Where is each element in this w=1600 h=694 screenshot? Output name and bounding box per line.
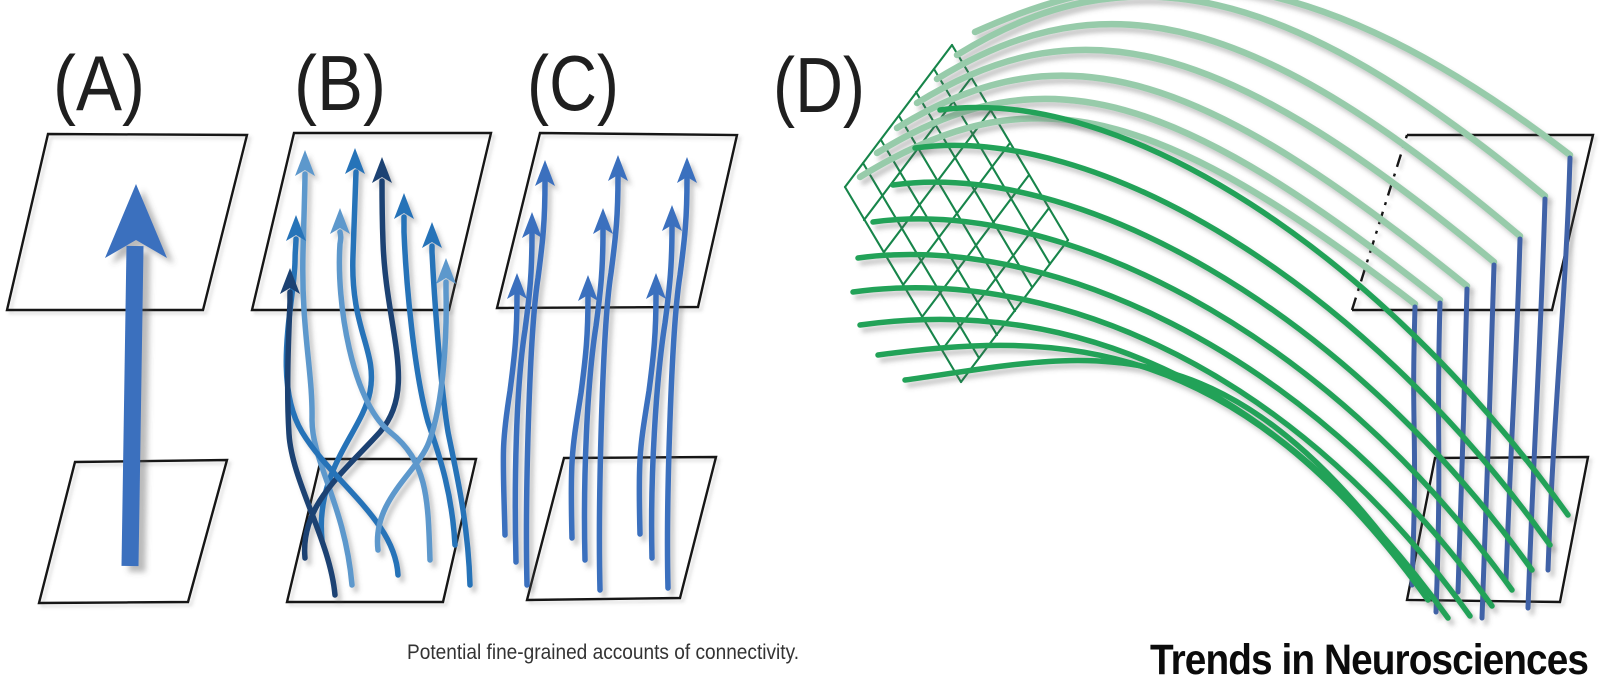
arc (890, 179, 1535, 573)
panel-label-a: (A) (53, 39, 145, 127)
panel-label-d: (D) (773, 41, 865, 129)
arc (850, 285, 1473, 619)
arrow-head (608, 155, 628, 181)
arrow-head (394, 193, 414, 219)
arc (857, 316, 1451, 621)
arrow-head (535, 160, 555, 186)
arrow-head (295, 150, 315, 176)
arc (902, 357, 1415, 578)
arrow-head (593, 208, 613, 234)
panel-b: (B) (250, 39, 493, 604)
arrow-head (372, 157, 392, 183)
fiber (512, 231, 535, 565)
fiber (1525, 196, 1548, 611)
aggregate-connection-arrow (105, 184, 167, 567)
fiber (568, 294, 591, 541)
upper-plane (5, 132, 249, 312)
arrow-shaft (121, 245, 144, 567)
upper-plane-dashed-edge (1350, 134, 1409, 311)
arc (953, 0, 1549, 200)
arrow-head (330, 208, 350, 234)
panel-a: (A) (5, 39, 249, 605)
arc (870, 216, 1515, 593)
upper-plane (1352, 133, 1595, 312)
fiber (336, 229, 433, 563)
fiber (318, 169, 375, 543)
arc (856, 115, 1419, 308)
tangled-fiber-arrows (280, 148, 473, 598)
arc (912, 142, 1553, 548)
fiber (300, 171, 355, 588)
arrow-head (662, 205, 682, 231)
fiber (301, 178, 402, 561)
upper-plane (250, 131, 493, 312)
panel-c: (C) (495, 39, 739, 602)
fiber (636, 292, 659, 537)
fiber (523, 179, 548, 588)
arc (933, 20, 1524, 240)
light-green-arcs (856, 0, 1574, 308)
fiber (1455, 286, 1470, 595)
arrow-head (507, 273, 527, 299)
panel-d: (D) (773, 0, 1595, 621)
fiber (1409, 304, 1418, 588)
arrow-head (422, 222, 442, 248)
lower-plane (285, 457, 478, 604)
lower-plane (1405, 455, 1590, 604)
arc (873, 95, 1444, 304)
arrow-head (436, 258, 456, 284)
arrow-head (646, 273, 666, 299)
arc (937, 104, 1571, 518)
arrow-head (578, 275, 598, 301)
arc (855, 251, 1495, 609)
fiber (1545, 155, 1573, 573)
arrow-head (345, 148, 365, 174)
fiber (374, 279, 449, 553)
fiber (596, 174, 621, 593)
arc (893, 72, 1471, 290)
fiber (1433, 300, 1443, 615)
arc (971, 0, 1574, 159)
journal-logo: Trends in Neurosciences (1150, 636, 1588, 684)
arrow-head (105, 184, 167, 258)
fiber (401, 214, 458, 548)
upper-plane (495, 131, 739, 310)
dark-green-arcs (850, 104, 1571, 621)
fiber (284, 289, 338, 598)
lower-plane (37, 458, 229, 605)
panel-label-c: (C) (527, 39, 619, 127)
arrow-head (286, 215, 306, 241)
fiber (581, 227, 606, 563)
fiber (648, 224, 675, 561)
parallel-fiber-arrows (500, 155, 697, 593)
arrow-head (280, 268, 300, 294)
blue-fibers (1409, 155, 1573, 621)
fiber (664, 176, 690, 591)
lower-plane (525, 455, 718, 602)
arrow-head (677, 157, 697, 183)
arc (913, 46, 1498, 266)
arrow-head (522, 212, 542, 238)
fiber (1503, 236, 1523, 583)
figure-caption: Potential fine-grained accounts of conne… (407, 641, 799, 664)
panel-label-b: (B) (294, 39, 386, 127)
fiber (500, 292, 520, 538)
